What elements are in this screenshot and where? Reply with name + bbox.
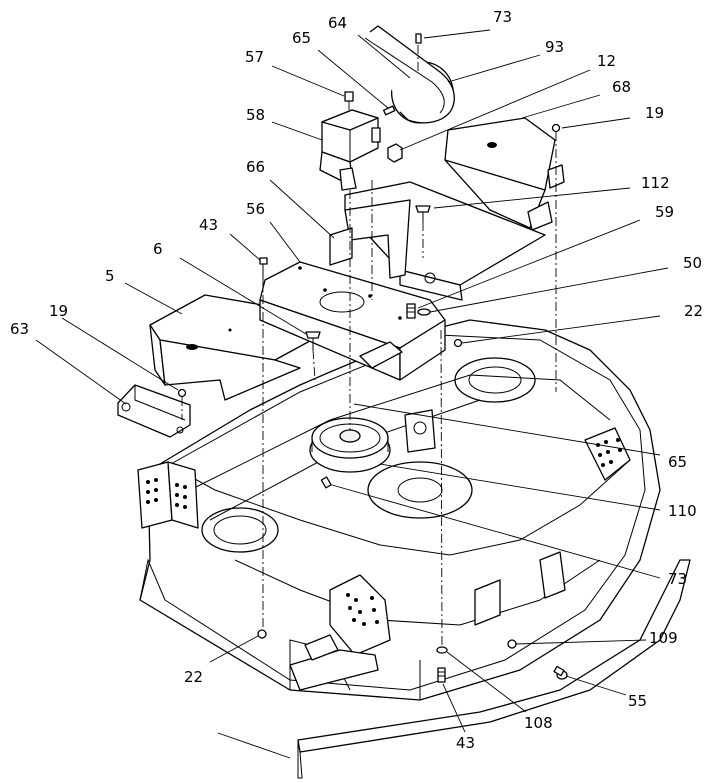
rear-shield-bracket	[527, 201, 553, 231]
pulley-setscrew-top	[415, 33, 422, 44]
callout-56: 56	[246, 200, 265, 218]
callout-65-top: 65	[292, 29, 311, 47]
screw-19-right	[551, 123, 561, 133]
callout-57: 57	[245, 48, 264, 66]
left-spindle-opening	[201, 507, 279, 553]
callout-19-left: 19	[49, 302, 68, 320]
callout-6: 50	[683, 254, 702, 272]
bolt-43-bottom	[437, 667, 446, 683]
callout-59: 59	[655, 203, 674, 221]
callout-112-right: 112	[641, 174, 670, 192]
gearbox-shaft-key	[382, 105, 396, 116]
rubber-deflector-strip	[297, 559, 691, 779]
gearbox	[319, 109, 381, 191]
callout-5-bottom: 22	[184, 668, 203, 686]
right-baffle-plate	[584, 427, 631, 481]
left-baffle-plate	[137, 461, 199, 529]
callout-43-bottom: 43	[456, 734, 475, 752]
callout-58: 58	[246, 106, 265, 124]
center-spindle-pulley	[309, 417, 391, 473]
callout-19-top: 19	[645, 104, 664, 122]
gearbox-mount-plate	[259, 261, 446, 381]
shield-mount-bracket	[117, 384, 191, 438]
carriage-bolt-112-right	[415, 205, 431, 222]
callout-109: 55	[628, 692, 647, 710]
nut-5-bottom	[257, 629, 267, 639]
right-spindle-opening	[454, 357, 536, 403]
callout-65-lower: 65	[668, 453, 687, 471]
pivot-washer	[417, 308, 431, 316]
rear-shield-tab	[547, 164, 565, 189]
nut-110	[507, 639, 517, 649]
assembly-centerlines	[181, 45, 557, 646]
idler-bracket	[404, 409, 436, 453]
gearbox-nut	[387, 143, 403, 163]
front-discharge-baffle	[329, 574, 391, 656]
bolt-43-top	[259, 257, 268, 278]
callout-63: 110	[668, 502, 697, 520]
callout-66: 66	[246, 158, 265, 176]
callout-5-right: 22	[684, 302, 703, 320]
callout-55: 108	[524, 714, 553, 732]
washer-55	[436, 646, 448, 654]
callout-22: 63	[10, 320, 29, 338]
callout-64: 64	[328, 14, 347, 32]
right-hanger-bracket-front	[474, 579, 501, 626]
center-spindle-opening	[367, 461, 473, 519]
callout-73-lower: 73	[668, 570, 687, 588]
callout-labels: 73 64 65 93 12 57 68 19 58 112 66 56 59 …	[10, 8, 703, 752]
gearbox-vent-plug	[344, 91, 354, 102]
callout-112-left: 6	[153, 240, 163, 258]
screw-19-left	[177, 388, 187, 398]
carriage-bolt-112-left	[305, 331, 321, 350]
rear-belt-shield	[444, 117, 556, 229]
callout-93: 93	[545, 38, 564, 56]
belt-guide	[329, 199, 411, 279]
front-hitch-bracket	[289, 634, 379, 691]
drive-belt	[364, 25, 455, 124]
leader-lines	[35, 29, 669, 759]
callout-110: 109	[649, 629, 678, 647]
bolt-109	[553, 665, 568, 680]
pulley-setscrew	[320, 476, 332, 489]
callout-12: 12	[597, 52, 616, 70]
callout-50: 5	[105, 267, 115, 285]
callout-68: 68	[612, 78, 631, 96]
callout-73-top: 73	[493, 8, 512, 26]
mount-nut-right	[453, 338, 463, 348]
callout-43-top: 43	[199, 216, 218, 234]
right-hanger-bracket-rear	[539, 551, 566, 599]
pivot-bolt	[406, 303, 416, 319]
